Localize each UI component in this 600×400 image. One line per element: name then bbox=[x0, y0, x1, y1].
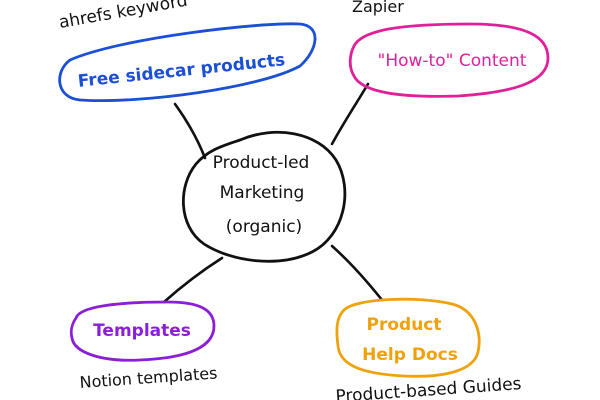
node-howto-label: "How-to" Content bbox=[378, 51, 527, 71]
node-sidecar: ahrefs keyword Free sidecar products bbox=[57, 0, 317, 102]
node-templates-label: Templates bbox=[93, 321, 191, 341]
note-notion: Notion templates bbox=[79, 363, 218, 392]
center-line-2: Marketing bbox=[220, 183, 305, 203]
node-templates: Templates Notion templates bbox=[69, 300, 218, 392]
node-templates-outline bbox=[69, 300, 216, 362]
center-node: Product-led Marketing (organic) bbox=[181, 130, 347, 263]
node-helpdocs-line-1: Product bbox=[367, 315, 442, 335]
note-product-guides: Product-based Guides bbox=[335, 374, 522, 400]
node-howto-outline bbox=[348, 22, 550, 98]
node-helpdocs: Product Help Docs Product-based Guides bbox=[335, 297, 522, 400]
connector-sidecar bbox=[173, 102, 207, 160]
connector-howto bbox=[330, 82, 370, 146]
node-howto: Zapier "How-to" Content bbox=[348, 0, 550, 98]
node-helpdocs-line-2: Help Docs bbox=[362, 345, 458, 365]
center-line-3: (organic) bbox=[226, 217, 302, 237]
connector-helpdocs bbox=[330, 244, 384, 302]
node-sidecar-outline bbox=[58, 22, 317, 102]
node-sidecar-label: Free sidecar products bbox=[77, 50, 286, 92]
connector-templates bbox=[162, 256, 224, 304]
node-helpdocs-outline bbox=[335, 297, 481, 378]
note-ahrefs: ahrefs keyword bbox=[57, 0, 189, 33]
note-zapier: Zapier bbox=[352, 0, 404, 16]
connectors bbox=[162, 82, 384, 304]
center-line-1: Product-led bbox=[213, 153, 310, 173]
center-node-outline bbox=[181, 130, 347, 263]
